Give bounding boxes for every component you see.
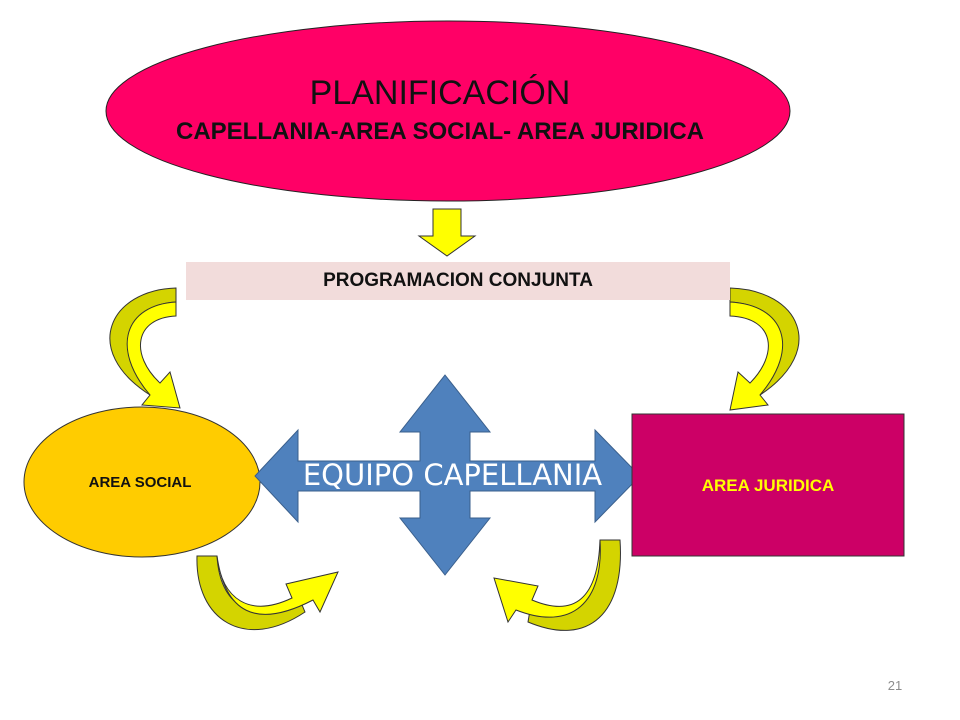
planning-ellipse: [105, 20, 791, 202]
area-social-label: AREA SOCIAL: [88, 474, 192, 491]
area-juridica-label: AREA JURIDICA: [701, 476, 835, 495]
down-arrow: [417, 208, 477, 257]
page-number: 21: [887, 678, 903, 693]
programacion-conjunta-label: PROGRAMACION CONJUNTA: [323, 270, 593, 291]
left-curved-arrow: [109, 287, 181, 409]
planning-subtitle: CAPELLANIA-AREA SOCIAL- AREA JURIDICA: [176, 118, 704, 145]
area-juridica-box: [631, 413, 905, 557]
bottom-left-uturn-arrow: [196, 555, 339, 631]
right-curved-arrow: [729, 287, 800, 411]
equipo-four-way-arrow: [254, 374, 641, 576]
programacion-conjunta-box: [186, 262, 730, 300]
planning-title: PLANIFICACIÓN: [309, 74, 571, 112]
bottom-right-uturn-arrow: [493, 539, 621, 631]
equipo-capellania-label: EQUIPO CAPELLANIA: [302, 458, 603, 492]
